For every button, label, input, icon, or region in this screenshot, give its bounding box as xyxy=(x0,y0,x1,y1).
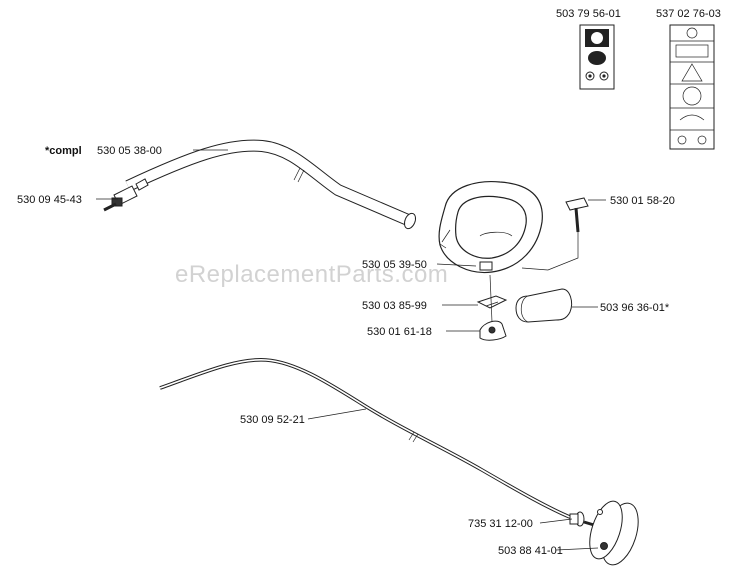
decal-2-icon xyxy=(669,24,715,150)
label-grip: 503 96 36-01* xyxy=(600,302,670,314)
watermark-text: eReplacementParts.com xyxy=(175,261,448,288)
screw-part xyxy=(521,197,606,271)
label-decal-2: 537 02 76-03 xyxy=(656,8,721,20)
leader-handle xyxy=(436,263,477,267)
leader-drive-cable xyxy=(307,408,367,420)
label-decal-1: 503 79 56-01 xyxy=(556,8,621,20)
label-drive-cable: 530 09 52-21 xyxy=(240,414,305,426)
shaft-tube-upper xyxy=(125,139,417,230)
label-shaft-compl: 530 05 38-00 xyxy=(97,145,162,157)
label-clamp: 530 03 85-99 xyxy=(362,300,427,312)
washer-part xyxy=(539,511,585,527)
label-compl-prefix: *compl xyxy=(45,145,82,157)
clamp-part xyxy=(442,295,508,309)
grip-part xyxy=(515,288,598,323)
label-coupling: 530 09 45-43 xyxy=(17,194,82,206)
label-washer: 735 31 12-00 xyxy=(468,518,533,530)
loop-handle xyxy=(438,181,543,274)
shaft-coupling xyxy=(103,178,149,212)
label-clutch-drum: 503 88 41-01 xyxy=(498,545,563,557)
decal-1-icon xyxy=(579,24,615,90)
nut-plate-part xyxy=(446,274,507,341)
label-screw: 530 01 58-20 xyxy=(610,195,675,207)
drive-cable-part xyxy=(159,358,573,520)
clutch-drum-part xyxy=(555,500,639,566)
label-handle: 530 05 39-50 xyxy=(362,259,427,271)
label-nut-plate: 530 01 61-18 xyxy=(367,326,432,338)
